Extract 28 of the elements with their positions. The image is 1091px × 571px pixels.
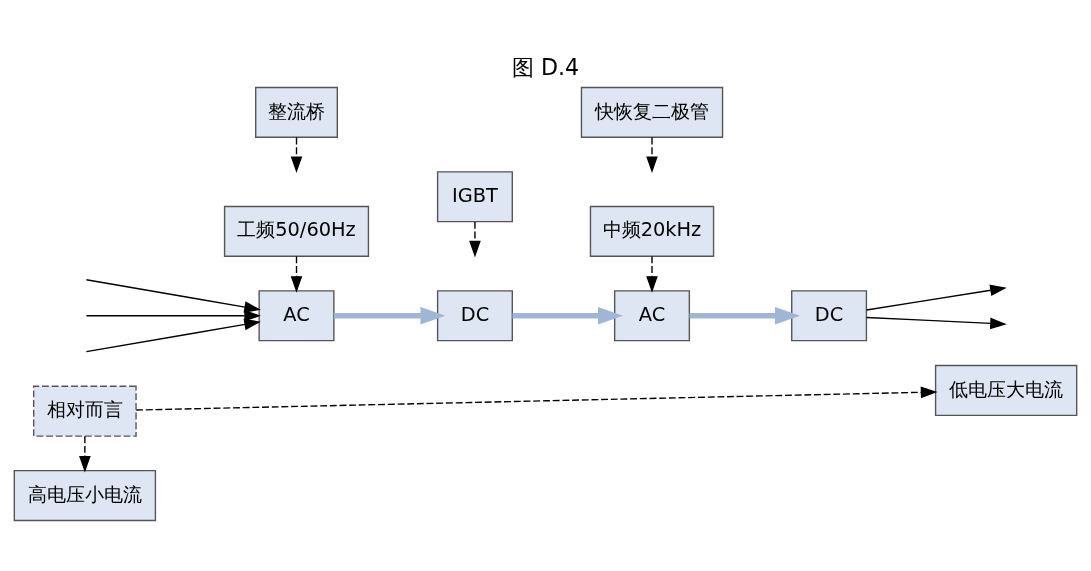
arrow xyxy=(135,386,938,411)
node-box: 相对而言 xyxy=(33,385,137,437)
node-box: IGBT xyxy=(436,170,513,222)
node-box: 快恢复二极管 xyxy=(580,86,724,138)
node-box: 整流桥 xyxy=(255,86,338,138)
node-box: 高电压小电流 xyxy=(13,469,157,521)
arrow xyxy=(469,220,481,257)
node-box: AC xyxy=(258,289,335,341)
arrow xyxy=(85,309,261,352)
arrow xyxy=(865,284,1007,311)
arrow xyxy=(689,306,800,324)
arrow xyxy=(865,316,1007,329)
node-box: 工频50/60Hz xyxy=(223,205,370,257)
arrow xyxy=(79,435,91,473)
node-box: DC xyxy=(791,289,868,341)
arrow xyxy=(333,306,446,324)
node-box: 低电压大电流 xyxy=(934,364,1078,416)
arrow xyxy=(85,300,261,330)
arrow xyxy=(646,255,658,293)
arrow xyxy=(290,255,303,293)
node-box: 中频20kHz xyxy=(589,205,715,257)
arrow xyxy=(290,136,303,173)
arrow xyxy=(646,136,658,173)
node-box: DC xyxy=(436,289,513,341)
arrow xyxy=(512,306,623,324)
node-box: AC xyxy=(613,289,691,341)
arrow xyxy=(85,278,261,322)
diagram-title: 图 D.4 xyxy=(511,53,580,80)
